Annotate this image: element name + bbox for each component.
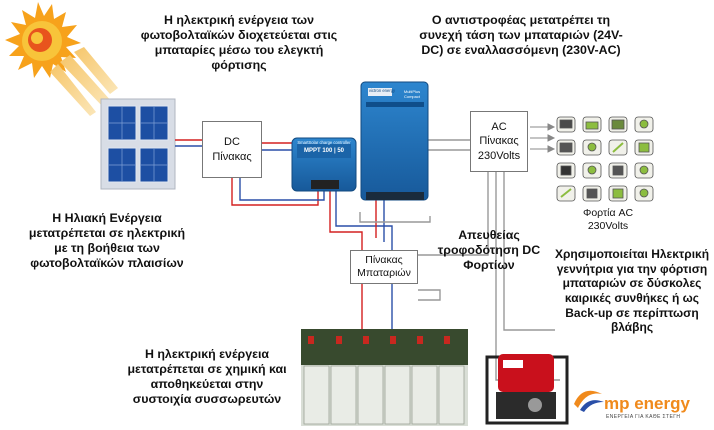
battery-bank <box>301 329 468 426</box>
ac-loads-label-line1: Φορτία AC <box>582 207 634 219</box>
controller-brand-label: SmartSolar charge controller <box>297 140 351 145</box>
sun-rays <box>50 47 118 116</box>
generator <box>485 354 569 425</box>
ac-panel-line3: 230Volts <box>477 149 521 162</box>
generator-description-text: Χρησιμοποιείται Ηλεκτρική γεννήτρια για … <box>554 247 710 335</box>
logo-mark <box>574 390 604 412</box>
chemical-storage-text: Η ηλεκτρική ενέργεια μετατρέπεται σε χημ… <box>127 347 287 407</box>
ac-panel: AC Πίνακας 230Volts <box>470 111 528 172</box>
dc-panel: DC Πίνακας <box>202 121 262 178</box>
logo-tagline: ΕΝΕΡΓΕΙΑ ΓΙΑ ΚΑΘΕ ΣΤΕΓΗ <box>606 414 681 420</box>
ac-loads-label-line2: 230Volts <box>587 220 629 233</box>
logo-name: mp energy <box>604 394 690 413</box>
solar-to-batteries-text: Η ηλεκτρική ενέργεια των φωτοβολταϊκών δ… <box>140 13 338 73</box>
wires <box>175 139 560 381</box>
solar-energy-text: Η Ηλιακή Ενέργεια μετατρέπεται σε ηλεκτρ… <box>28 211 186 271</box>
controller-model-label: MPPT 100 | 50 <box>303 148 345 154</box>
inverter-model-label: MultiPlus Compact <box>403 89 421 99</box>
inverter-description-text: Ο αντιστροφέας μετατρέπει τη συνεχή τάση… <box>419 13 623 58</box>
ac-panel-line2: Πίνακας <box>479 135 519 148</box>
ac-panel-line1: AC <box>491 121 507 134</box>
sun-icon <box>5 2 81 78</box>
inverter-brand-label: victron energy <box>368 88 396 93</box>
dc-panel-line2: Πίνακας <box>212 150 252 163</box>
inverter <box>360 81 429 201</box>
solar-panels <box>100 98 176 190</box>
ac-loads-label: Φορτία AC 230Volts <box>570 207 646 233</box>
battery-panel-line2: Μπαταριών <box>357 267 411 279</box>
ac-load-arrows <box>530 123 556 153</box>
ac-load-icons <box>556 116 654 202</box>
dc-panel-line1: DC <box>224 136 240 149</box>
direct-dc-loads-text: Απευθείας τροφοδότηση DC Φορτίων <box>437 228 541 273</box>
charge-controller <box>291 137 357 192</box>
battery-panel: Πίνακας Μπαταριών <box>350 250 418 284</box>
battery-panel-line1: Πίνακας <box>365 253 403 266</box>
